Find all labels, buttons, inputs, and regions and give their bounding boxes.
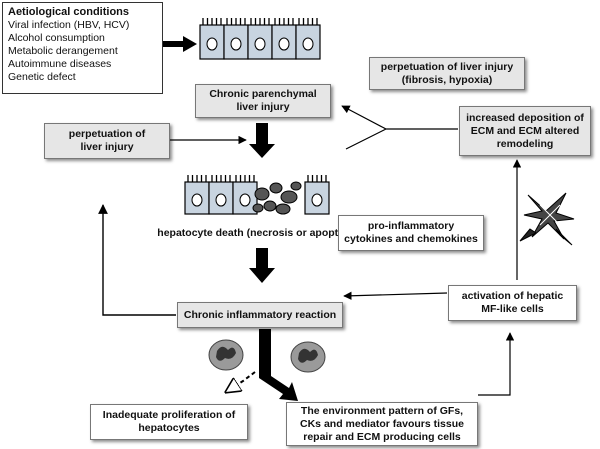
hepatocyte-cell [247, 18, 273, 60]
box-line: Inadequate proliferation of [102, 409, 236, 421]
inflammatory-cell-left [208, 339, 244, 371]
dashed-arrow-to-inadequate [226, 371, 256, 392]
hepatocyte-death-label: hepatocyte death (necrosis or apoptosis) [157, 227, 363, 239]
box-line: pro-inflammatory [367, 220, 455, 232]
cytokines-box: pro-inflammatory cytokines and chemokine… [338, 215, 484, 251]
box-line: ECM and ECM altered [470, 124, 580, 137]
arrow-to-chronic-injury [341, 105, 351, 114]
aetiology-item: Genetic defect [8, 71, 76, 83]
thick-arrow-inflammation-to-environment [259, 329, 298, 401]
mf-cells-illustration [519, 192, 575, 246]
box-line: remodeling [496, 137, 554, 150]
activation-box: activation of hepatic MF-like cells [448, 285, 577, 321]
thick-arrow-death-to-inflammation [249, 248, 275, 283]
hepatocyte-cell [271, 18, 297, 60]
aetiological-title: Aetiological conditions [8, 6, 130, 18]
box-line: hepatocytes [138, 422, 200, 434]
box-line: CKs and mediator favours tissue [300, 417, 464, 430]
box-line: repair and ECM producing cells [303, 430, 461, 443]
box-line: activation of hepatic [461, 290, 564, 302]
inflammatory-cell-right [290, 341, 326, 373]
loop-arrow-left [98, 204, 176, 316]
hepatocyte-cell [199, 18, 225, 60]
hepatocyte-cell [232, 175, 258, 215]
arrow-activation-to-inflammation [343, 291, 448, 300]
hepatocyte-cell [184, 175, 210, 215]
hepatocyte-cell [304, 175, 330, 215]
box-line: Chronic parenchymal [209, 88, 317, 100]
hepatocyte-cell [295, 18, 321, 60]
aetiology-item: Metabolic derangement [8, 45, 118, 57]
hepatocyte-row-damaged [184, 175, 330, 215]
box-line: (fibrosis, hypoxia) [401, 73, 493, 86]
box-line: increased deposition of [466, 111, 584, 124]
perpetuation-fibrosis-box: perpetuation of liver injury (fibrosis, … [369, 57, 525, 90]
chronic-injury-box: Chronic parenchymal liver injury [195, 84, 331, 118]
box-line: liver injury [236, 101, 290, 113]
box-line: perpetuation of [68, 128, 146, 140]
ecm-deposition-box: increased deposition of ECM and ECM alte… [459, 106, 591, 156]
box-line: perpetuation of liver injury [380, 60, 514, 73]
box-line: liver injury [80, 141, 134, 153]
hepatocyte-row-top [199, 18, 321, 60]
aetiological-conditions-box: Aetiological conditions Viral infection … [2, 2, 163, 94]
hepatocyte-cell [208, 175, 234, 215]
environment-pattern-box: The environment pattern of GFs, CKs and … [286, 402, 478, 446]
box-line: cytokines and chemokines [344, 233, 478, 245]
arrow-environment-to-activation [478, 332, 515, 396]
aetiology-item: Viral infection (HBV, HCV) [8, 19, 130, 31]
inadequate-proliferation-box: Inadequate proliferation of hepatocytes [90, 404, 248, 440]
thick-arrow-aetiology-to-cells [163, 36, 197, 52]
box-line: The environment pattern of GFs, [300, 404, 464, 417]
box-line: MF-like cells [481, 303, 544, 315]
aetiology-item: Autoimmune diseases [8, 58, 112, 70]
chronic-inflammatory-box: Chronic inflammatory reaction [177, 302, 343, 328]
thick-arrow-injury-to-death [249, 123, 275, 158]
box-line: Chronic inflammatory reaction [183, 308, 337, 321]
perpetuation-left-box: perpetuation of liver injury [44, 123, 170, 159]
y-connector [345, 107, 458, 150]
hepatocyte-cell [223, 18, 249, 60]
aetiology-item: Alcohol consumption [8, 32, 105, 44]
apoptotic-debris [252, 181, 302, 215]
